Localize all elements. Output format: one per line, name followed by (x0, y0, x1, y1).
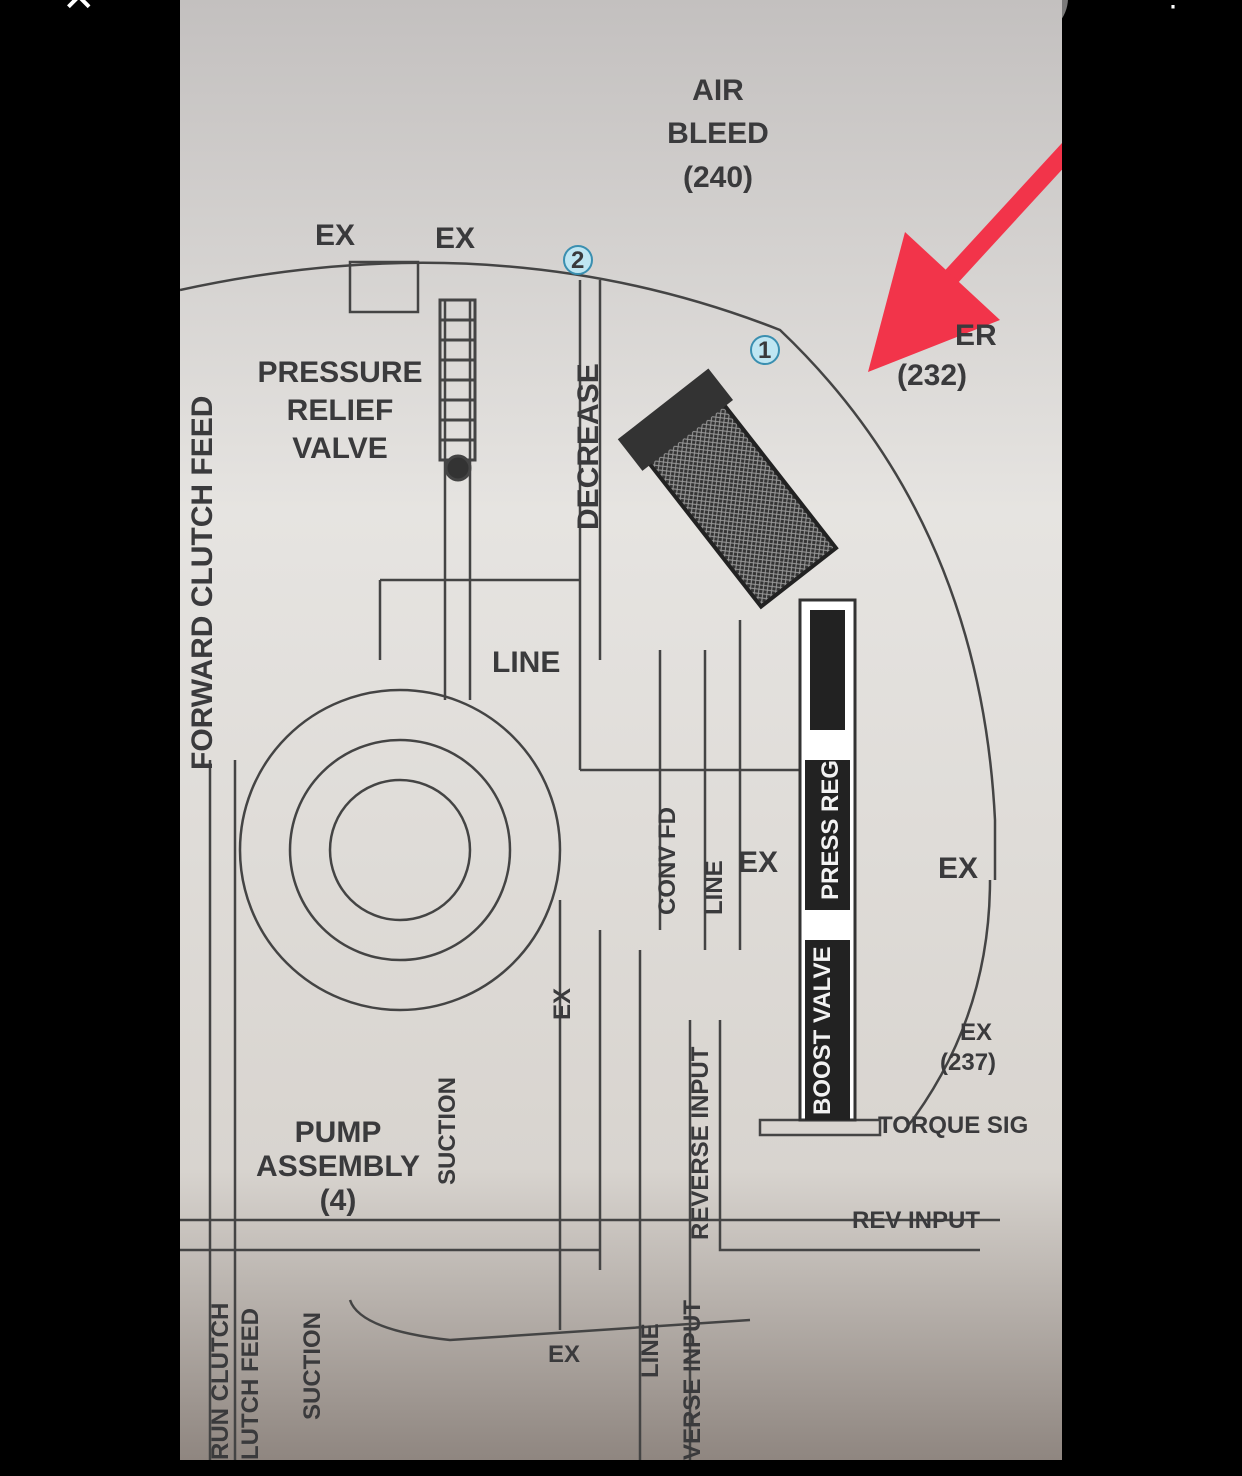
marker-1: 1 (758, 337, 771, 364)
boost-valve-label: BOOST VALVE (809, 947, 836, 1115)
ex-237-number: (237) (940, 1049, 996, 1076)
run-clutch-label: RUN CLUTCH (207, 1303, 234, 1460)
line-label: LINE (492, 646, 560, 679)
svg-text:AIR: AIR (692, 74, 744, 107)
suction-label: SUCTION (299, 1312, 326, 1420)
torque-sig-label: TORQUE SIG (878, 1112, 1028, 1139)
svg-text:PUMP: PUMP (295, 1116, 382, 1149)
svg-text:RELIEF: RELIEF (287, 394, 394, 427)
diagram-photo: AIR BLEED (240) EX EX 2 1 ER (232) PRESS… (180, 0, 1062, 1460)
filter-232 (617, 368, 839, 610)
more-vertical-icon[interactable]: ⋮ (1158, 0, 1188, 12)
rev-input-label: REV INPUT (852, 1207, 980, 1234)
clutch-feed-label: LUTCH FEED (237, 1308, 264, 1460)
line-label: LINE (637, 1323, 664, 1378)
reverse-input-label: REVERSE INPUT (687, 1046, 714, 1240)
press-reg-label: PRESS REG (817, 760, 844, 900)
svg-text:VALVE: VALVE (292, 432, 388, 465)
ex-label: EX (549, 988, 576, 1020)
ex-label: EX (548, 1341, 580, 1368)
reverse-input-label: VERSE INPUT (679, 1300, 706, 1460)
ex-237-label: EX (960, 1019, 992, 1046)
filter-number: (232) (897, 359, 967, 392)
forward-clutch-feed-label: FORWARD CLUTCH FEED (186, 396, 219, 770)
pump-assembly-label: PUMP ASSEMBLY (4) (256, 1116, 420, 1217)
svg-text:(240): (240) (683, 161, 753, 194)
air-bleed-label: AIR BLEED (240) (667, 74, 769, 194)
press-reg-valve (798, 598, 857, 1122)
pressure-relief-spring (438, 298, 477, 482)
ex-label: EX (738, 846, 778, 879)
pressure-relief-label: PRESSURE RELIEF VALVE (257, 356, 422, 465)
conv-fd-label: CONV FD (654, 807, 681, 915)
suction-label: SUCTION (434, 1077, 461, 1185)
decrease-label: DECREASE (572, 363, 605, 530)
svg-text:(4): (4) (320, 1184, 357, 1217)
line-vertical-label: LINE (701, 860, 728, 915)
svg-text:ASSEMBLY: ASSEMBLY (256, 1150, 420, 1183)
svg-text:BLEED: BLEED (667, 117, 769, 150)
svg-text:PRESSURE: PRESSURE (257, 356, 422, 389)
annotation-arrow (868, 142, 1062, 372)
close-icon[interactable]: ✕ (62, 0, 96, 18)
ex-label: EX (435, 222, 475, 255)
ex-label: EX (315, 219, 355, 252)
filter-label: ER (955, 319, 997, 352)
marker-2: 2 (571, 247, 584, 274)
ex-label: EX (938, 852, 978, 885)
